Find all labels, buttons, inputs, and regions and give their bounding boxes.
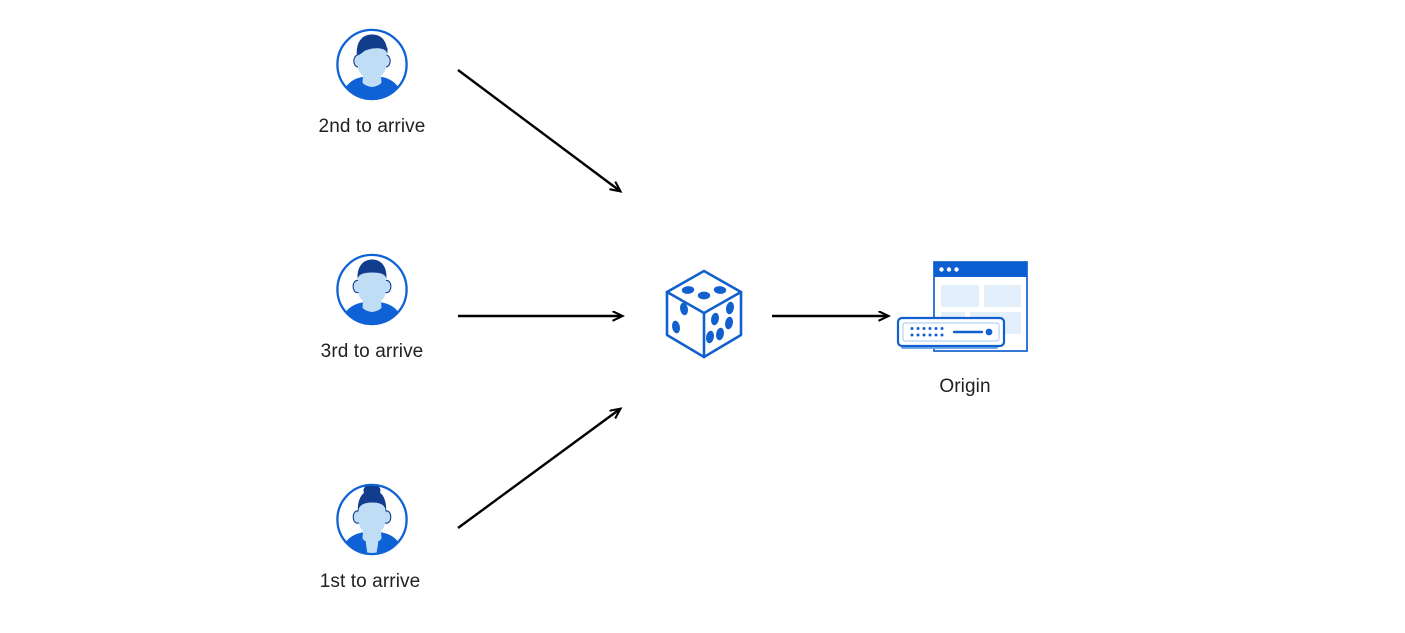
client-3rd-label: 3rd to arrive xyxy=(320,341,424,362)
user-avatar-male-icon xyxy=(336,28,408,101)
node-client-3rd-to-arrive[interactable]: 3rd to arrive xyxy=(311,253,433,368)
user-avatar-female-icon xyxy=(336,483,408,556)
node-client-1st-to-arrive[interactable]: 1st to arrive xyxy=(309,483,431,598)
client-1st-label: 1st to arrive xyxy=(319,571,421,592)
server-device-icon xyxy=(896,316,1006,349)
arrow-client-top-to-dice xyxy=(457,69,620,191)
node-randomizer[interactable] xyxy=(658,266,750,362)
origin-label: Origin xyxy=(939,376,991,397)
client-2nd-label: 2nd to arrive xyxy=(318,116,426,137)
node-origin[interactable]: Origin xyxy=(890,258,1040,403)
origin-server-browser-icon xyxy=(896,261,1028,352)
dice-icon xyxy=(665,269,743,359)
user-avatar-male-icon xyxy=(336,253,408,326)
arrow-client-bottom-to-dice xyxy=(457,409,620,529)
node-client-2nd-to-arrive[interactable]: 2nd to arrive xyxy=(311,28,433,143)
